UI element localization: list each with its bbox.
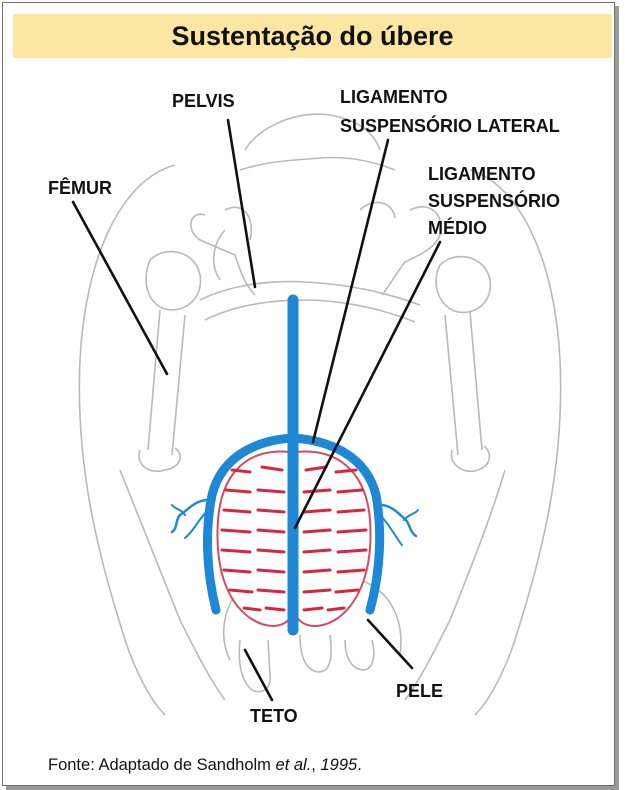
label-lig-lateral-2: SUSPENSÓRIO LATERAL [340, 115, 560, 136]
label-femur: FÊMUR [48, 177, 112, 198]
label-lig-medio-3: MÉDIO [428, 217, 487, 238]
label-lig-medio-1: LIGAMENTO [428, 164, 536, 184]
caption-year: 1995 [320, 756, 357, 774]
source-caption: Fonte: Adaptado de Sandholm et al., 1995… [48, 756, 362, 775]
udder-lobe-left [217, 452, 292, 626]
label-pelvis: PELVIS [172, 91, 235, 111]
label-lig-lateral-1: LIGAMENTO [340, 87, 448, 107]
udder-lobe-right [296, 452, 370, 626]
pointer-pele [368, 620, 412, 668]
labels: PELVIS FÊMUR LIGAMENTO SUSPENSÓRIO LATER… [48, 87, 560, 726]
pointer-lig-medio [295, 242, 440, 528]
pointer-lig-lateral [313, 140, 388, 442]
pointer-pelvis [228, 120, 255, 287]
suspensory-ligaments [172, 300, 418, 630]
caption-prefix: Fonte: Adaptado de Sandholm [48, 756, 276, 774]
caption-end: . [357, 756, 362, 774]
label-pele: PELE [396, 681, 443, 701]
caption-etal: et al. [276, 756, 312, 774]
label-teto: TETO [250, 706, 298, 726]
pointer-femur [73, 202, 167, 374]
label-lig-medio-2: SUSPENSÓRIO [428, 190, 560, 211]
